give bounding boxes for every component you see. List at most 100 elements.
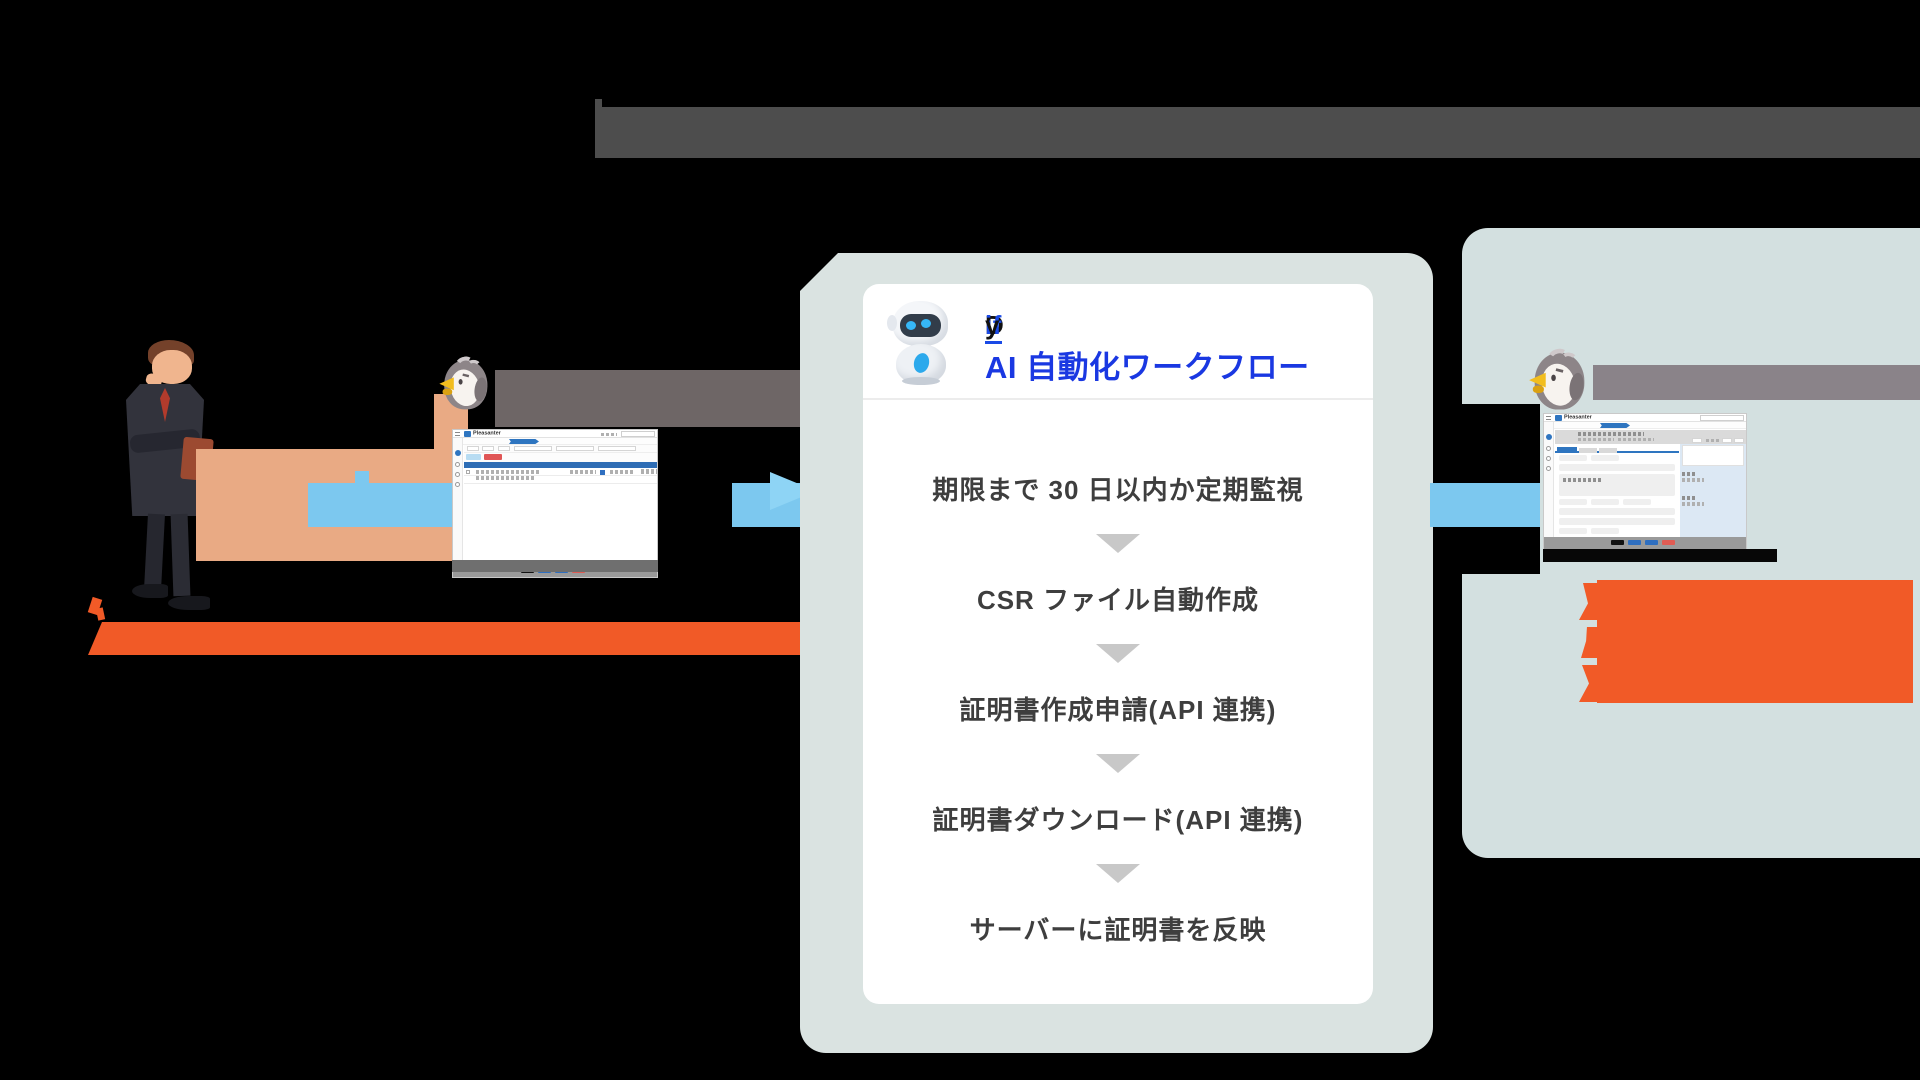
form-fields <box>1555 453 1679 544</box>
button-row <box>464 453 657 462</box>
bird-eye <box>1551 374 1556 382</box>
window-footer-bar <box>1544 537 1746 549</box>
gear-icon[interactable] <box>1546 466 1551 471</box>
robot-eye <box>906 321 916 330</box>
filter-input[interactable] <box>598 446 636 451</box>
orange-text-fragment <box>95 607 106 621</box>
title-redaction-bar <box>595 107 1920 158</box>
form-textarea[interactable] <box>1559 474 1675 496</box>
side-value <box>1682 502 1704 506</box>
breadcrumb <box>453 438 657 445</box>
filter-input[interactable] <box>482 446 494 451</box>
pleasanter-logo-icon <box>1555 415 1562 421</box>
pleasanter-bird-mascot-right <box>1529 346 1588 411</box>
row-text <box>570 470 596 474</box>
form-field[interactable] <box>1559 518 1675 525</box>
form-pill[interactable] <box>1591 528 1619 534</box>
thinking-person-illustration <box>90 338 240 610</box>
window-titlebar: Pleasanter <box>453 430 657 438</box>
card-divider <box>863 398 1373 400</box>
delete-button[interactable] <box>484 454 502 460</box>
window-titlebar: Pleasanter <box>1544 414 1746 422</box>
filter-input[interactable] <box>467 446 479 451</box>
filter-input[interactable] <box>556 446 594 451</box>
dify-logo-y: y <box>985 310 1000 340</box>
filter-input[interactable] <box>514 446 552 451</box>
footer-button[interactable] <box>1662 540 1675 545</box>
search-input[interactable] <box>1700 415 1744 421</box>
down-arrow-icon <box>1096 644 1140 663</box>
robot-visor <box>900 314 941 337</box>
bird-beak <box>1532 385 1544 393</box>
header-box <box>1692 438 1702 443</box>
form-pill[interactable] <box>1559 455 1587 461</box>
table-row[interactable] <box>464 468 657 476</box>
pleasanter-bird-mascot-left <box>439 354 491 411</box>
side-label <box>1682 496 1696 500</box>
bird-beak <box>439 377 454 391</box>
gear-icon[interactable] <box>1546 456 1551 461</box>
gear-icon[interactable] <box>1546 446 1551 451</box>
sidebar-icon[interactable] <box>1546 434 1552 440</box>
workflow-step-4: 証明書ダウンロード(API 連携) <box>932 805 1304 835</box>
form-pill[interactable] <box>1623 499 1651 505</box>
breadcrumb-chevron <box>509 439 539 444</box>
row-text <box>476 476 536 480</box>
form-field[interactable] <box>1559 508 1675 515</box>
tab[interactable] <box>1599 448 1617 453</box>
robot-eye <box>921 319 931 328</box>
workflow-heading: AI 自動化ワークフロー <box>985 350 1310 385</box>
down-arrow-icon <box>1096 754 1140 773</box>
form-side-panel <box>1680 444 1746 539</box>
tab-active[interactable] <box>1557 447 1577 453</box>
form-tabs <box>1555 445 1679 453</box>
hamburger-icon[interactable] <box>455 432 460 436</box>
panel-corner-chamfer <box>800 253 838 291</box>
gear-icon[interactable] <box>455 462 460 467</box>
tab[interactable] <box>1579 448 1597 453</box>
workflow-step-5: サーバーに証明書を反映 <box>969 915 1267 945</box>
filter-input[interactable] <box>498 446 510 451</box>
person-shoe <box>168 596 210 610</box>
titlebar-text <box>601 433 617 436</box>
row-checkbox[interactable] <box>466 470 470 474</box>
form-field[interactable] <box>1559 464 1675 471</box>
person-leg <box>144 513 165 591</box>
breadcrumb <box>1544 422 1746 429</box>
footer-button[interactable] <box>1611 540 1624 545</box>
title-redaction-stub <box>595 99 602 108</box>
row-right-text <box>641 469 657 474</box>
gray-redaction-left <box>495 370 800 427</box>
textarea-text <box>1563 478 1603 482</box>
footer-button[interactable] <box>1628 540 1641 545</box>
flow-arrow-left <box>308 483 452 527</box>
robot-base <box>902 377 940 385</box>
hamburger-icon[interactable] <box>1546 416 1551 420</box>
record-meta-text <box>1578 438 1614 441</box>
flow-arrow-left-tab <box>355 471 369 484</box>
workflow-step-3: 証明書作成申請(API 連携) <box>959 695 1277 725</box>
form-pill[interactable] <box>1559 499 1587 505</box>
gear-icon[interactable] <box>455 472 460 477</box>
form-pill[interactable] <box>1591 499 1619 505</box>
down-arrow-icon <box>1096 864 1140 883</box>
sidebar-icon[interactable] <box>455 450 461 456</box>
side-label <box>1682 472 1696 476</box>
search-input[interactable] <box>621 431 655 437</box>
dify-logo-d: D <box>985 310 1005 340</box>
header-box <box>1734 438 1744 443</box>
record-title-text <box>1578 432 1644 436</box>
person-shoe <box>132 584 168 598</box>
down-arrow-icon <box>1096 534 1140 553</box>
filter-button[interactable] <box>466 454 481 460</box>
side-value <box>1682 478 1704 482</box>
breadcrumb-chevron <box>1600 423 1630 428</box>
footer-button[interactable] <box>1645 540 1658 545</box>
form-pill[interactable] <box>1559 528 1587 534</box>
bird-beak <box>442 388 453 395</box>
record-header-band <box>1555 430 1746 444</box>
orange-redaction-left <box>88 622 802 655</box>
gear-icon[interactable] <box>455 482 460 487</box>
form-pill[interactable] <box>1591 455 1619 461</box>
